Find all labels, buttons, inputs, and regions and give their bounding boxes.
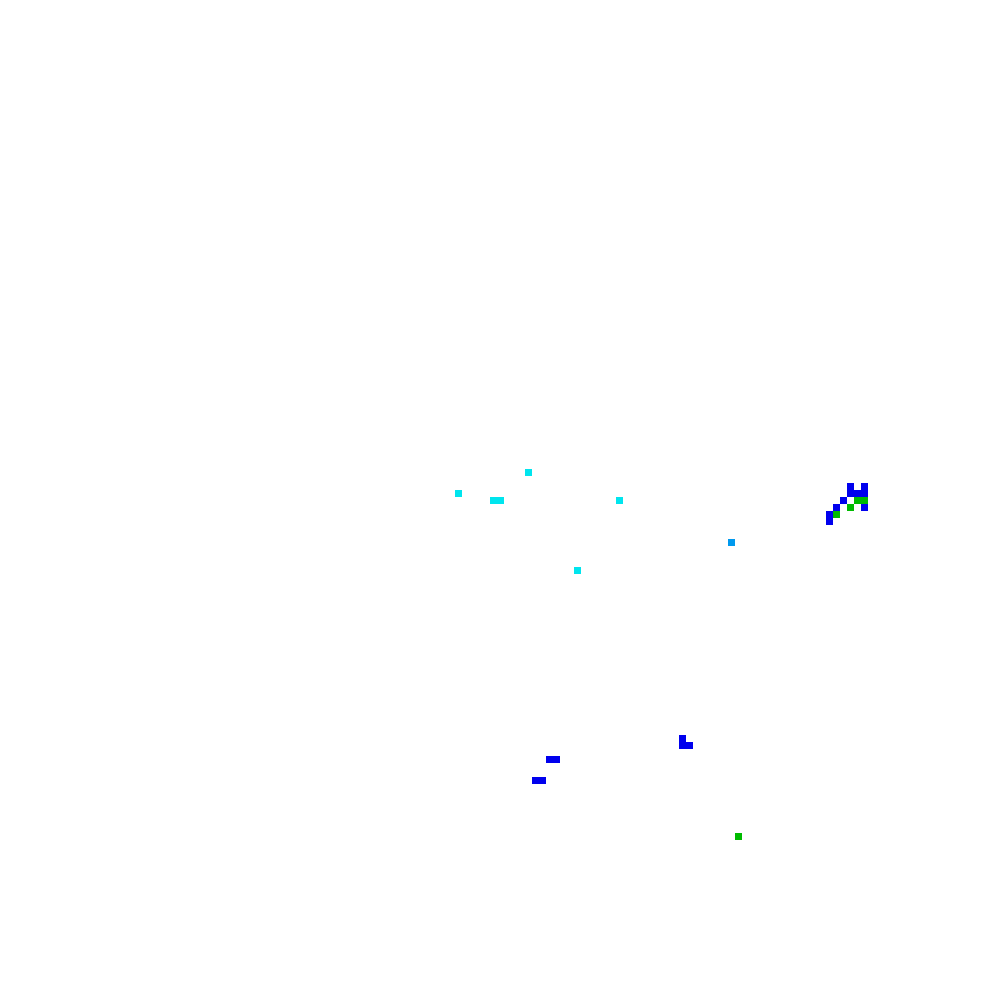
blue-cell bbox=[854, 490, 861, 497]
cyan-cell bbox=[455, 490, 462, 497]
blue-cell bbox=[833, 504, 840, 511]
blue-cell bbox=[532, 777, 539, 784]
green-cell bbox=[861, 497, 868, 504]
blue-cell bbox=[847, 483, 854, 490]
green-cell bbox=[735, 833, 742, 840]
blue-cell bbox=[861, 483, 868, 490]
blue-cell bbox=[826, 511, 833, 518]
green-cell bbox=[854, 497, 861, 504]
cyan-cell bbox=[616, 497, 623, 504]
blue-cell bbox=[840, 497, 847, 504]
cyan-cell bbox=[490, 497, 497, 504]
cyan-cell bbox=[525, 469, 532, 476]
blue-cells bbox=[532, 483, 868, 784]
cyan-cells bbox=[455, 469, 623, 574]
blue-cell bbox=[847, 490, 854, 497]
green-cell bbox=[833, 511, 840, 518]
green-cells bbox=[735, 497, 868, 840]
azure-cell bbox=[728, 539, 735, 546]
blue-cell bbox=[686, 742, 693, 749]
blue-cell bbox=[679, 742, 686, 749]
blue-cell bbox=[539, 777, 546, 784]
blue-cell bbox=[679, 735, 686, 742]
green-cell bbox=[847, 504, 854, 511]
blue-cell bbox=[553, 756, 560, 763]
cyan-cell bbox=[497, 497, 504, 504]
azure-cells bbox=[728, 539, 735, 546]
blue-cell bbox=[826, 518, 833, 525]
cyan-cell bbox=[574, 567, 581, 574]
blue-cell bbox=[861, 490, 868, 497]
blue-cell bbox=[546, 756, 553, 763]
blue-cell bbox=[861, 504, 868, 511]
